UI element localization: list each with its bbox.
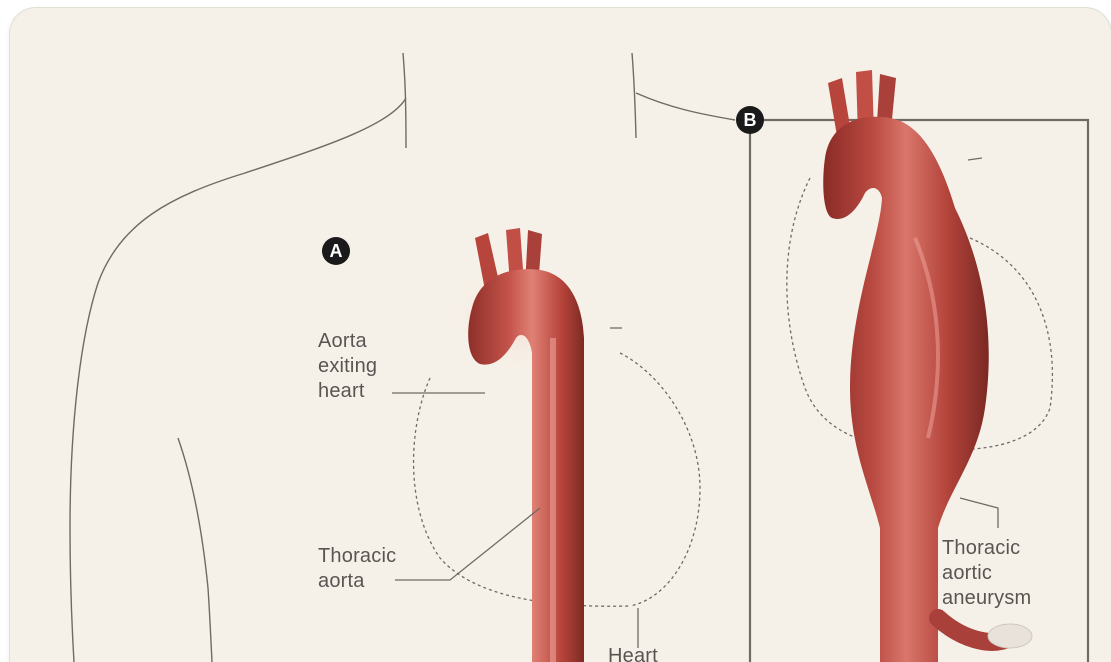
svg-text:B: B: [744, 110, 757, 130]
diagram-frame: A Aorta exiting heart Thoracic aorta Hea…: [10, 8, 1111, 662]
label-thoracic-aorta: Thoracic aorta: [318, 545, 402, 592]
aortic-aneurysm-illustration: [823, 70, 1032, 662]
marker-b: B: [736, 106, 764, 134]
label-heart-partial: Heart: [608, 645, 658, 662]
marker-a: A: [322, 237, 350, 265]
label-thoracic-aortic-aneurysm: Thoracic aortic aneurysm: [942, 537, 1031, 609]
aorta-diagram: A Aorta exiting heart Thoracic aorta Hea…: [10, 8, 1111, 662]
leader-line-aneurysm: [960, 498, 998, 528]
label-aorta-exiting-heart: Aorta exiting heart: [318, 330, 383, 402]
thoracic-aorta-illustration: [468, 228, 584, 662]
leader-tick-right: [968, 158, 982, 160]
body-outline: [70, 53, 735, 662]
svg-text:A: A: [330, 241, 343, 261]
